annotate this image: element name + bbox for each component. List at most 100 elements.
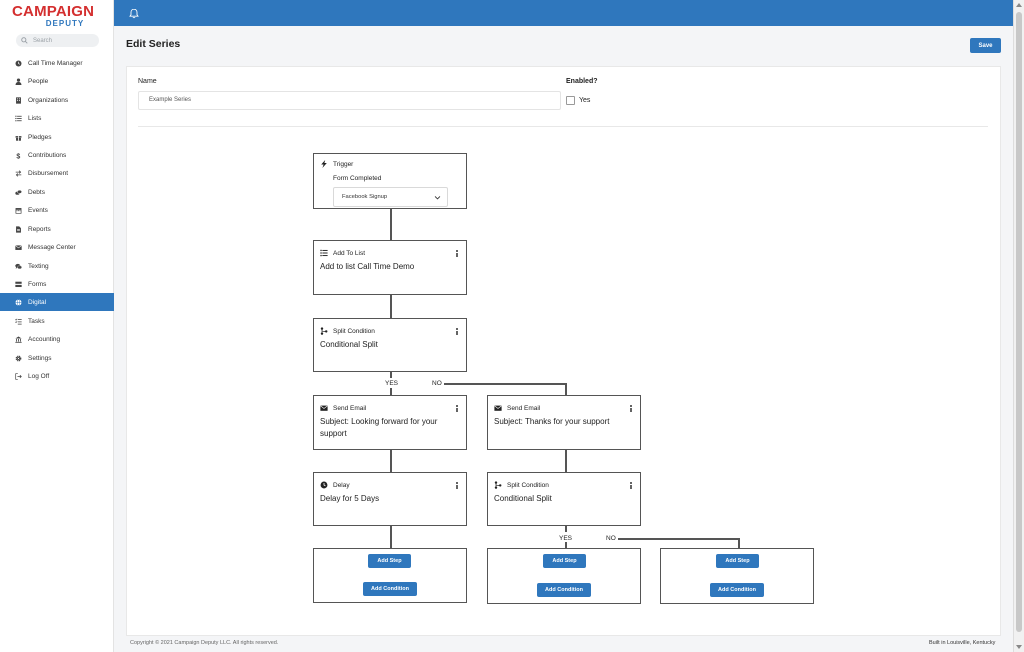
chevron-down-icon [434, 196, 441, 200]
add-step-button[interactable]: Add Step [543, 554, 586, 568]
scroll-up-arrow-icon[interactable] [1016, 3, 1022, 7]
sidebar-item-lists[interactable]: Lists [0, 109, 114, 127]
send-email-node[interactable]: Send Email Subject: Looking forward for … [313, 395, 467, 450]
sidebar-item-organizations[interactable]: Organizations [0, 91, 114, 109]
top-bar [114, 0, 1013, 26]
add-step-button[interactable]: Add Step [716, 554, 759, 568]
tasks-icon [15, 318, 22, 325]
add-condition-button[interactable]: Add Condition [537, 583, 591, 597]
split-icon [320, 327, 328, 335]
kebab-menu-icon[interactable] [456, 405, 458, 412]
sidebar-item-disbursement[interactable]: Disbursement [0, 164, 114, 182]
add-step-box: Add Step Add Condition [660, 548, 814, 604]
connector-line [565, 526, 567, 532]
sidebar-item-accounting[interactable]: Accounting [0, 330, 114, 348]
send-email-node[interactable]: Send Email Subject: Thanks for your supp… [487, 395, 641, 450]
sidebar-search-placeholder: Search [33, 37, 53, 44]
sidebar-item-pledges[interactable]: Pledges [0, 128, 114, 146]
connector-line [444, 383, 566, 385]
connector-line [618, 538, 739, 540]
connector-line [390, 449, 392, 472]
trigger-subtitle: Form Completed [333, 175, 382, 182]
comments-icon [15, 263, 22, 269]
file-icon [16, 225, 21, 233]
split-yes-label: YES [385, 380, 399, 387]
node-text: Conditional Split [320, 340, 378, 349]
kebab-menu-icon[interactable] [456, 328, 458, 335]
delay-node[interactable]: Delay Delay for 5 Days [313, 472, 467, 526]
search-icon [21, 37, 28, 44]
gift-icon [15, 135, 22, 141]
sidebar-item-events[interactable]: Events [0, 201, 114, 219]
trigger-form-select-value: Facebook Signup [342, 194, 388, 200]
trigger-node[interactable]: Trigger Form Completed Facebook Signup [313, 153, 467, 209]
person-icon [15, 77, 22, 85]
campaign-deputy-logo[interactable]: CAMPAIGN DEPUTY [12, 4, 104, 28]
name-label: Name [138, 78, 157, 85]
connector-line [390, 388, 392, 395]
trigger-form-select[interactable]: Facebook Signup [333, 187, 448, 207]
sidebar-item-texting[interactable]: Texting [0, 257, 114, 275]
split-yes-label: YES [559, 535, 573, 542]
add-condition-button[interactable]: Add Condition [363, 582, 417, 596]
add-step-button[interactable]: Add Step [368, 554, 411, 568]
enabled-label: Enabled? [566, 78, 598, 85]
sidebar-item-forms[interactable]: Forms [0, 275, 114, 293]
exchange-icon [15, 169, 22, 177]
node-title: Send Email [333, 404, 367, 412]
node-title: Split Condition [333, 327, 375, 335]
kebab-menu-icon[interactable] [456, 250, 458, 257]
sidebar-item-settings[interactable]: Settings [0, 349, 114, 367]
sidebar-item-people[interactable]: People [0, 72, 114, 90]
add-condition-button[interactable]: Add Condition [710, 583, 764, 597]
series-editor-card [126, 66, 1001, 636]
enabled-checkbox[interactable] [566, 96, 575, 105]
bank-icon [15, 336, 22, 343]
page-scrollbar[interactable] [1013, 0, 1024, 652]
kebab-menu-icon[interactable] [630, 405, 632, 412]
sidebar-item-message-center[interactable]: Message Center [0, 238, 114, 256]
split-no-label: NO [432, 380, 442, 387]
sidebar-item-call-time-manager[interactable]: Call Time Manager [0, 54, 114, 72]
envelope-icon [15, 244, 22, 250]
clock-icon [15, 59, 22, 67]
sidebar-item-debts[interactable]: Debts [0, 183, 114, 201]
scroll-down-arrow-icon[interactable] [1016, 645, 1022, 649]
save-button[interactable]: Save [970, 38, 1001, 53]
svg-text:$: $ [16, 153, 20, 159]
sidebar-search-input[interactable]: Search [16, 34, 99, 47]
page-title: Edit Series [126, 38, 181, 50]
node-text: Subject: Looking forward for your suppor… [320, 417, 438, 438]
connector-line [390, 295, 392, 318]
form-divider [138, 126, 988, 127]
node-text: Subject: Thanks for your support [494, 417, 610, 426]
split-condition-node[interactable]: Split Condition Conditional Split [313, 318, 467, 372]
gear-icon [15, 355, 22, 361]
logout-icon [15, 372, 22, 380]
connector-line [565, 383, 567, 395]
add-step-box: Add Step Add Condition [313, 548, 467, 603]
envelope-icon [320, 405, 328, 411]
scrollbar-thumb[interactable] [1016, 12, 1022, 632]
kebab-menu-icon[interactable] [456, 482, 458, 489]
calendar-icon [15, 207, 22, 214]
list-icon [15, 115, 22, 121]
node-text: Add to list Call Time Demo [320, 262, 415, 271]
series-name-input[interactable]: Example Series [138, 91, 561, 110]
sidebar-item-reports[interactable]: Reports [0, 220, 114, 238]
node-title: Split Condition [507, 481, 549, 489]
node-title: Send Email [507, 404, 541, 412]
add-to-list-node[interactable]: Add To List Add to list Call Time Demo [313, 240, 467, 295]
sidebar: CAMPAIGN DEPUTY Search Call Time Manager… [0, 0, 114, 652]
bell-icon[interactable] [129, 8, 139, 19]
list-icon [320, 249, 328, 257]
sidebar-item-tasks[interactable]: Tasks [0, 312, 114, 330]
split-condition-node[interactable]: Split Condition Conditional Split [487, 472, 641, 526]
node-text: Conditional Split [494, 494, 552, 503]
node-title: Delay [333, 481, 350, 489]
building-icon [16, 96, 21, 104]
sidebar-item-log-off[interactable]: Log Off [0, 367, 114, 385]
sidebar-item-contributions[interactable]: $ Contributions [16, 151, 67, 159]
sidebar-item-digital[interactable]: Digital [0, 293, 114, 311]
kebab-menu-icon[interactable] [630, 482, 632, 489]
